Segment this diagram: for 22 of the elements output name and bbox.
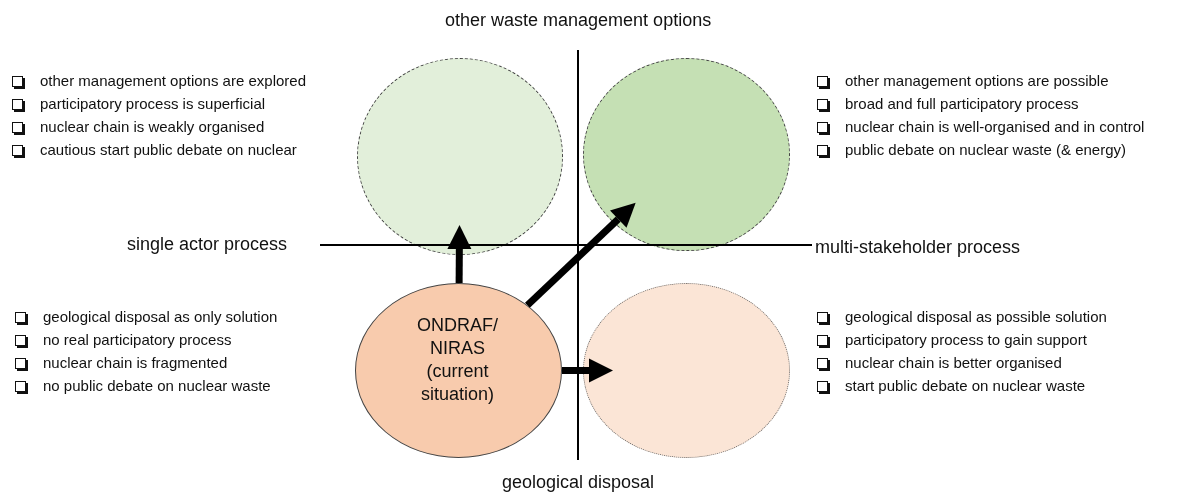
axis-label: geological disposal xyxy=(502,472,655,493)
checklist-item: participatory process to gain support xyxy=(845,331,1087,348)
checklist-item: participatory process is superficial xyxy=(40,95,266,112)
checklist-item: start public debate on nuclear waste xyxy=(845,377,1086,394)
axis-label: other waste management options xyxy=(445,10,712,31)
checklist-item: nuclear chain is fragmented xyxy=(43,354,228,371)
checklist-item: nuclear chain is better organised xyxy=(845,354,1062,371)
circle-label: ONDRAF/ NIRAS (current situation) xyxy=(416,313,499,406)
axis-label: multi-stakeholder process xyxy=(815,237,1021,258)
arrow xyxy=(562,358,613,383)
axis-label: single actor process xyxy=(127,234,288,255)
checklist-item: broad and full participatory process xyxy=(845,95,1079,112)
checklist-item: nuclear chain is well-organised and in control xyxy=(845,118,1145,135)
checklist-item: other management options are explored xyxy=(40,72,306,89)
checklist-item: no real participatory process xyxy=(43,331,232,348)
checklist-item: geological disposal as possible solution xyxy=(845,308,1107,325)
checklist-item: nuclear chain is weakly organised xyxy=(40,118,265,135)
checklist-item: other management options are possible xyxy=(845,72,1109,89)
checklist-item: public debate on nuclear waste (& energy) xyxy=(845,141,1126,158)
checklist-item: cautious start public debate on nuclear xyxy=(40,141,297,158)
checklist-item: no public debate on nuclear waste xyxy=(43,377,271,394)
checklist-item: geological disposal as only solution xyxy=(43,308,278,325)
